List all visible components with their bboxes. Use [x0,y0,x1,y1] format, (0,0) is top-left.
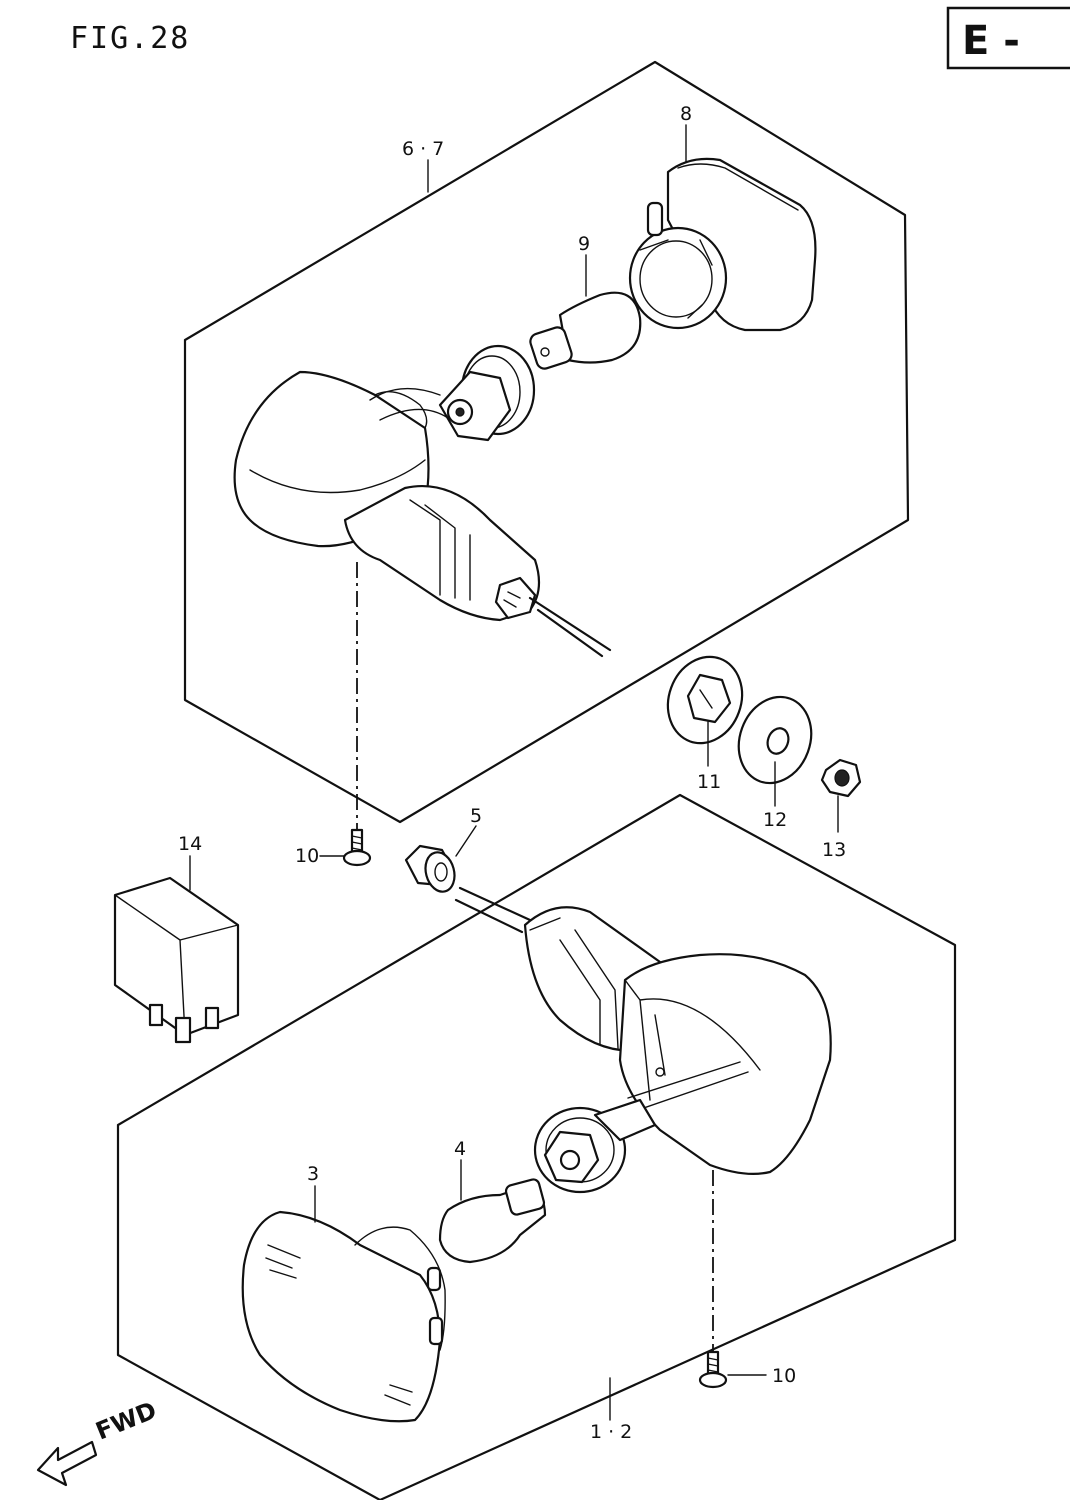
nut-11-drawing [666,655,744,745]
callout-3: 3 [307,1163,319,1185]
washer-12-drawing [737,695,813,785]
callout-5: 5 [470,805,482,827]
callout-11: 11 [697,771,721,793]
bulb-4-drawing [438,1178,547,1264]
callout-12: 12 [763,809,787,831]
callout-8: 8 [680,103,692,125]
callout-6-7: 6·7 [402,138,450,160]
forward-label: FWD [92,1396,161,1445]
callout-13: 13 [822,839,846,861]
lower-socket-drawing [533,1098,657,1194]
nut-13-drawing [820,758,862,798]
lower-assembly-box [116,793,957,1500]
screw-10-lower-drawing [698,1350,728,1389]
nut-5-drawing [404,844,456,893]
upper-assembly-box [183,60,910,824]
relay-14-drawing [113,876,240,1044]
section-badge-text: E - [962,18,1020,64]
callout-leaders [189,124,839,1421]
figure-title: FIG.28 [70,21,190,56]
callout-10-upper: 10 [295,845,319,867]
callout-4: 4 [454,1138,466,1160]
screw-10-upper-drawing [342,828,372,867]
upper-socket-drawing [438,344,536,442]
lower-housing-drawing [454,886,832,1175]
callout-10-lower: 10 [772,1365,796,1387]
callout-1-2: 1·2 [590,1421,638,1443]
upper-housing-drawing [233,370,612,658]
forward-arrow-icon [36,1440,98,1487]
bulb-9-drawing [529,291,642,370]
lens-8-drawing [628,157,817,332]
callout-14: 14 [178,833,202,855]
lens-3-drawing [241,1210,446,1423]
callout-9: 9 [578,233,590,255]
section-badge: E - [946,6,1070,70]
